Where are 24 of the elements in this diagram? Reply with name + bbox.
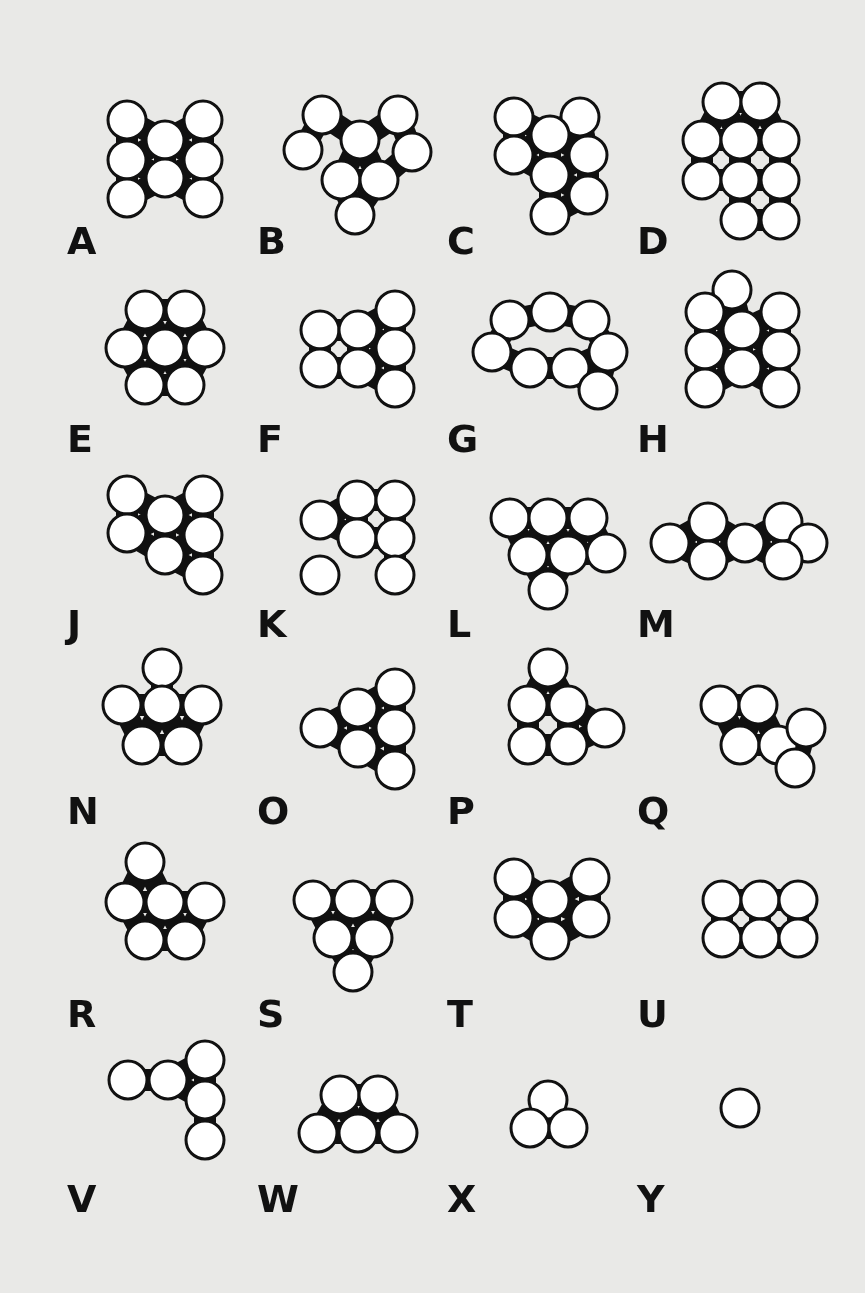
letter-label: K bbox=[257, 605, 287, 643]
letter-label: B bbox=[257, 222, 286, 260]
letter-label: Q bbox=[637, 792, 670, 830]
letter-label: L bbox=[447, 605, 472, 643]
letter-label: M bbox=[637, 605, 675, 643]
letter-label: O bbox=[257, 792, 290, 830]
letter-label: E bbox=[67, 420, 93, 458]
letter-label: H bbox=[637, 420, 669, 458]
letter-label: G bbox=[447, 420, 479, 458]
letter-label: D bbox=[637, 222, 669, 260]
letter-label: T bbox=[447, 995, 473, 1033]
letter-label: V bbox=[67, 1180, 97, 1218]
letter-label: R bbox=[67, 995, 97, 1033]
letter-label: C bbox=[447, 222, 475, 260]
letter-label: X bbox=[447, 1180, 477, 1218]
letter-label: Y bbox=[637, 1180, 665, 1218]
letter-label: N bbox=[67, 792, 99, 830]
letter-label: S bbox=[257, 995, 285, 1033]
letter-label: A bbox=[67, 222, 97, 260]
letter-label: W bbox=[257, 1180, 299, 1218]
letter-label: U bbox=[637, 995, 668, 1033]
letter-label: P bbox=[447, 792, 475, 830]
letter-label: F bbox=[257, 420, 283, 458]
letter-label: J bbox=[67, 605, 82, 643]
